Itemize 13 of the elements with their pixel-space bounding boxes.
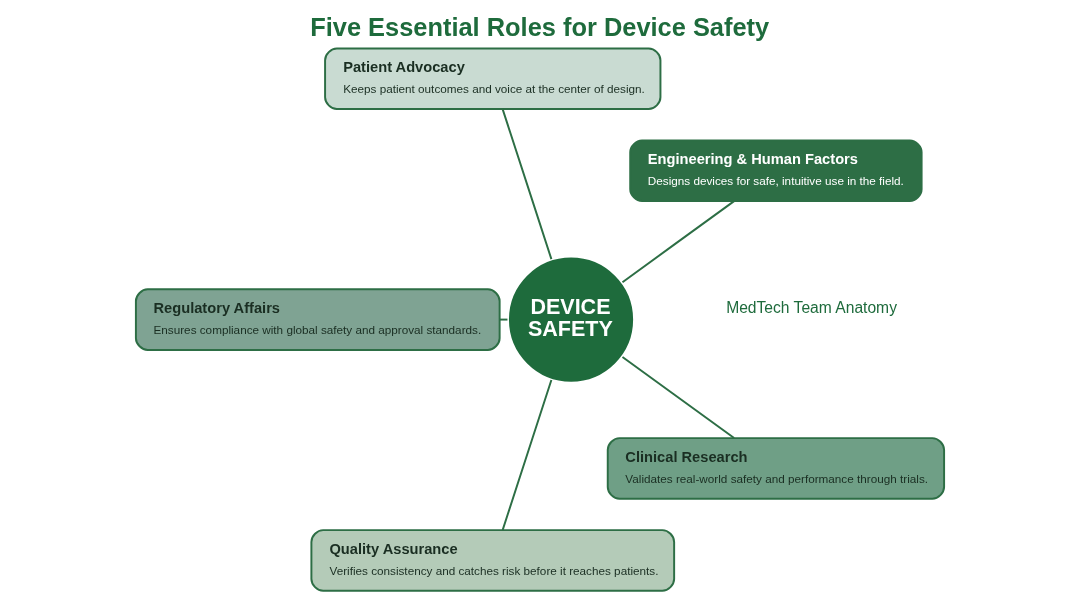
connector — [621, 200, 736, 284]
node-box: Clinical Research Validates real-world safety and performance through trials. — [606, 437, 946, 500]
connector — [501, 108, 553, 261]
connector — [621, 355, 736, 440]
label: MedTech Team Anatomy — [726, 298, 897, 316]
connector — [501, 379, 553, 532]
node-circle: DEVICE SAFETY — [506, 254, 637, 385]
diagram-title: Five Essential Roles for Device Safety — [310, 12, 770, 41]
connector — [498, 318, 509, 321]
node-box: Quality Assurance Verifies consistency and catches risk before it reaches patients. — [310, 529, 676, 592]
node-box: Engineering & Human Factors Designs devices for safe, intuitive use in the field. — [629, 139, 923, 202]
node-box: Patient Advocacy Keeps patient outcomes and voice at the center of design. — [324, 47, 662, 110]
node-box: Regulatory Affairs Ensures compliance with global safety and approval standards. — [134, 288, 501, 351]
